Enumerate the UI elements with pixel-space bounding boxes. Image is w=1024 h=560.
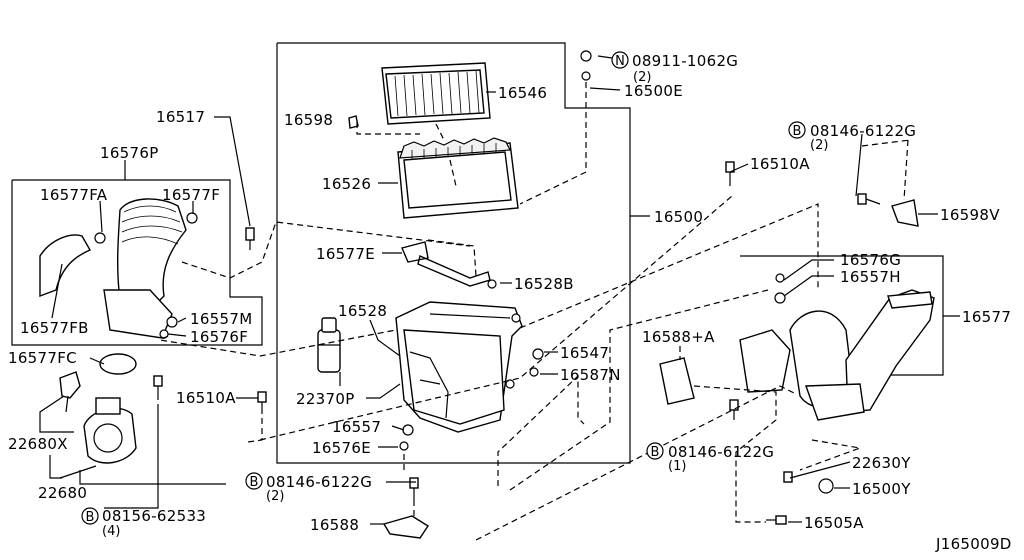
circle-symbols: N B B B B	[81, 51, 806, 525]
label-08146-6122G-bottom: 08146-6122G	[266, 473, 372, 491]
resonator	[317, 317, 341, 373]
label-16577FC: 16577FC	[8, 349, 77, 367]
label-16546: 16546	[498, 84, 547, 102]
label-16576P: 16576P	[100, 144, 159, 162]
label-16547: 16547	[560, 344, 609, 362]
label-16517: 16517	[156, 108, 205, 126]
diagram-code: J165009D	[935, 535, 1012, 553]
air-inlet-duct	[739, 289, 935, 421]
label-16505A: 16505A	[804, 514, 864, 532]
label-16598V: 16598V	[940, 206, 1000, 224]
label-16557H: 16557H	[840, 268, 901, 286]
bolt-symbol-letter: B	[86, 510, 95, 525]
label-08146-6122G-top: 08146-6122G	[810, 122, 916, 140]
bracket-16598V	[891, 199, 919, 227]
label-08146-6122G-mid: 08146-6122G	[668, 443, 774, 461]
label-22680X: 22680X	[8, 435, 68, 453]
nut-symbol	[611, 51, 629, 69]
label-08911-1062G: 08911-1062G	[632, 52, 738, 70]
bolt-symbol-letter: B	[250, 475, 259, 490]
clamp-16577FC	[99, 353, 137, 375]
bracket-16588A	[659, 357, 695, 405]
label-16500E: 16500E	[624, 82, 683, 100]
label-16510A-left: 16510A	[176, 389, 236, 407]
clip-16598	[348, 115, 359, 129]
label-08911-qty: (2)	[633, 70, 651, 85]
main-assembly-frame	[276, 42, 631, 464]
air-filter-element	[381, 62, 491, 125]
label-16577FB: 16577FB	[20, 319, 89, 337]
air-flow-meter-body	[83, 397, 137, 464]
label-16510A-right: 16510A	[750, 155, 810, 173]
label-08146-mid-qty: (1)	[668, 459, 686, 474]
label-16528B: 16528B	[514, 275, 574, 293]
bolt-symbol-top	[788, 121, 806, 139]
bracket-16588	[382, 515, 429, 539]
air-duct-assembly	[39, 198, 198, 339]
label-16598: 16598	[284, 111, 333, 129]
label-16577E: 16577E	[316, 245, 375, 263]
part-labels: 16546 16598 16526 16500 16500E 08911-106…	[8, 52, 1012, 553]
bolts-and-fasteners	[153, 50, 881, 525]
label-16557M: 16557M	[190, 310, 252, 328]
label-22680: 22680	[38, 484, 87, 502]
air-cleaner-lower-case	[395, 301, 523, 433]
label-16557: 16557	[332, 418, 381, 436]
label-08146-bottom-qty: (2)	[266, 489, 284, 504]
label-16500: 16500	[654, 208, 703, 226]
label-16577: 16577	[962, 308, 1011, 326]
air-cleaner-upper-cover	[397, 137, 519, 219]
label-22370P: 22370P	[296, 390, 355, 408]
bracket-16577E	[401, 241, 491, 287]
label-16588: 16588	[310, 516, 359, 534]
label-22630Y: 22630Y	[852, 454, 911, 472]
bolt-symbol-letter: B	[793, 124, 802, 139]
bolt-symbol-left	[81, 507, 99, 525]
bolt-symbol-bottom	[245, 472, 263, 490]
mass-air-flow-sensor	[59, 371, 81, 413]
left-assembly-frame	[11, 179, 263, 346]
label-16526: 16526	[322, 175, 371, 193]
label-16576E: 16576E	[312, 439, 371, 457]
label-08146-top-qty: (2)	[810, 138, 828, 153]
label-16577F: 16577F	[162, 186, 220, 204]
label-16577FA: 16577FA	[40, 186, 108, 204]
label-08156-62533: 08156-62533	[102, 507, 206, 525]
label-16500Y: 16500Y	[852, 480, 911, 498]
nut-symbol-letter: N	[615, 54, 625, 69]
label-16587N: 16587N	[560, 366, 621, 384]
label-16528: 16528	[338, 302, 387, 320]
leader-lines	[39, 55, 960, 541]
bolt-symbol-letter: B	[651, 445, 660, 460]
label-16576F: 16576F	[190, 328, 248, 346]
label-16588+A: 16588+A	[642, 328, 715, 346]
label-16576G: 16576G	[840, 251, 901, 269]
label-08156-qty: (4)	[102, 524, 120, 539]
bolt-symbol-mid	[646, 442, 664, 460]
